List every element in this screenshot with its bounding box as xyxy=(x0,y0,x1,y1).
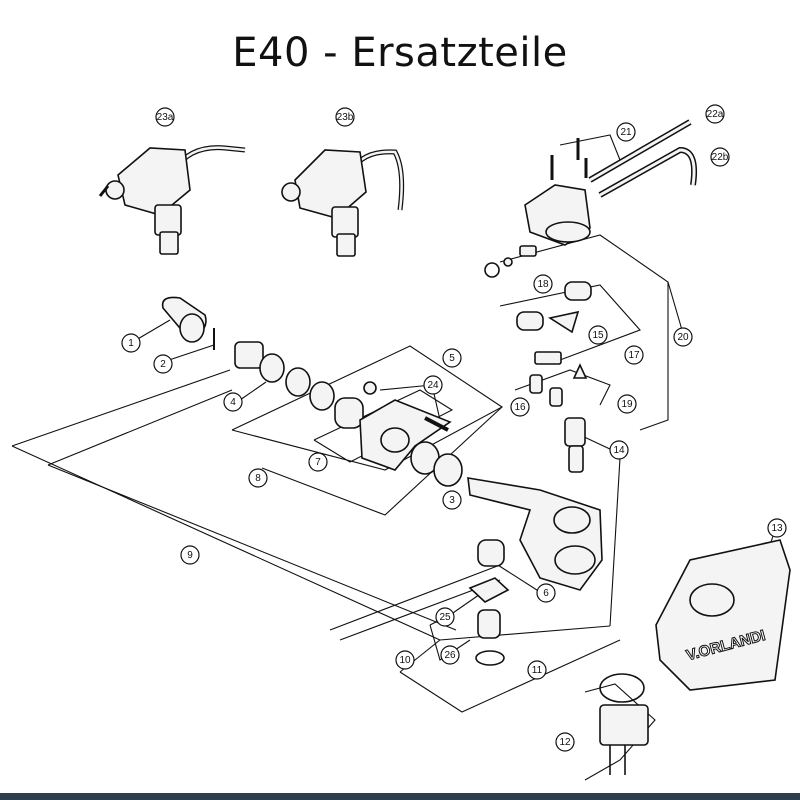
callout-circle xyxy=(555,732,575,752)
callout-label: 6 xyxy=(543,588,549,599)
callout-label: 17 xyxy=(628,350,640,361)
spray-gun-23b xyxy=(281,149,405,257)
callout-circle xyxy=(510,397,530,417)
callout-label: 25 xyxy=(439,612,451,623)
callout-label: 18 xyxy=(537,279,549,290)
spray-gun-assembly xyxy=(524,119,698,246)
callout-label: 19 xyxy=(621,399,633,410)
callout-label: 4 xyxy=(230,397,236,408)
callout-label: 7 xyxy=(315,457,321,468)
callout-circle xyxy=(395,650,415,670)
callout-label: 22a xyxy=(707,109,724,120)
callout-label: 8 xyxy=(255,473,261,484)
callout-label: 10 xyxy=(399,655,411,666)
callout-circle xyxy=(588,325,608,345)
callout-label: 23a xyxy=(157,112,174,123)
callout-label: 14 xyxy=(613,445,625,456)
callout-label: 3 xyxy=(449,495,455,506)
callout-label: 9 xyxy=(187,550,193,561)
callout-circle xyxy=(335,107,355,127)
callout-circle xyxy=(435,607,455,627)
callout-label: 11 xyxy=(532,665,543,676)
callout-circle xyxy=(121,333,141,353)
callout-circle xyxy=(767,518,787,538)
callout-circle xyxy=(624,345,644,365)
callout-label: 16 xyxy=(514,402,526,413)
callout-circle xyxy=(527,660,547,680)
callout-circle xyxy=(223,392,243,412)
callout-circle xyxy=(423,375,443,395)
callout-circle xyxy=(705,104,725,124)
callout-circle xyxy=(673,327,693,347)
callout-circle xyxy=(609,440,629,460)
callout-label: 15 xyxy=(592,330,604,341)
callout-label: 21 xyxy=(620,127,632,138)
callout-circle xyxy=(536,583,556,603)
callout-circle xyxy=(153,354,173,374)
callout-label: 2 xyxy=(160,359,166,370)
callout-label: 1 xyxy=(128,338,134,349)
callout-label: 12 xyxy=(559,737,571,748)
callout-label: 13 xyxy=(771,523,783,534)
callout-label: 24 xyxy=(427,380,439,391)
callout-circle xyxy=(180,545,200,565)
callout-circle xyxy=(533,274,553,294)
callout-label: 23b xyxy=(337,112,354,123)
callout-circle xyxy=(440,645,460,665)
callout-circle xyxy=(617,394,637,414)
callout-label: 5 xyxy=(449,353,455,364)
callout-circle xyxy=(442,490,462,510)
spray-gun-23a xyxy=(98,145,246,255)
parts xyxy=(98,119,791,775)
callout-circle xyxy=(616,122,636,142)
callout-label: 22b xyxy=(712,152,729,163)
callout-circle xyxy=(248,468,268,488)
callout-label: 26 xyxy=(444,650,456,661)
bottom-bar xyxy=(0,793,800,800)
page-title: E40 - Ersatzteile xyxy=(232,30,568,76)
callout-label: 20 xyxy=(677,332,689,343)
callout-circle xyxy=(710,147,730,167)
callout-circle xyxy=(442,348,462,368)
callout-circle xyxy=(155,107,175,127)
callout-circle xyxy=(308,452,328,472)
